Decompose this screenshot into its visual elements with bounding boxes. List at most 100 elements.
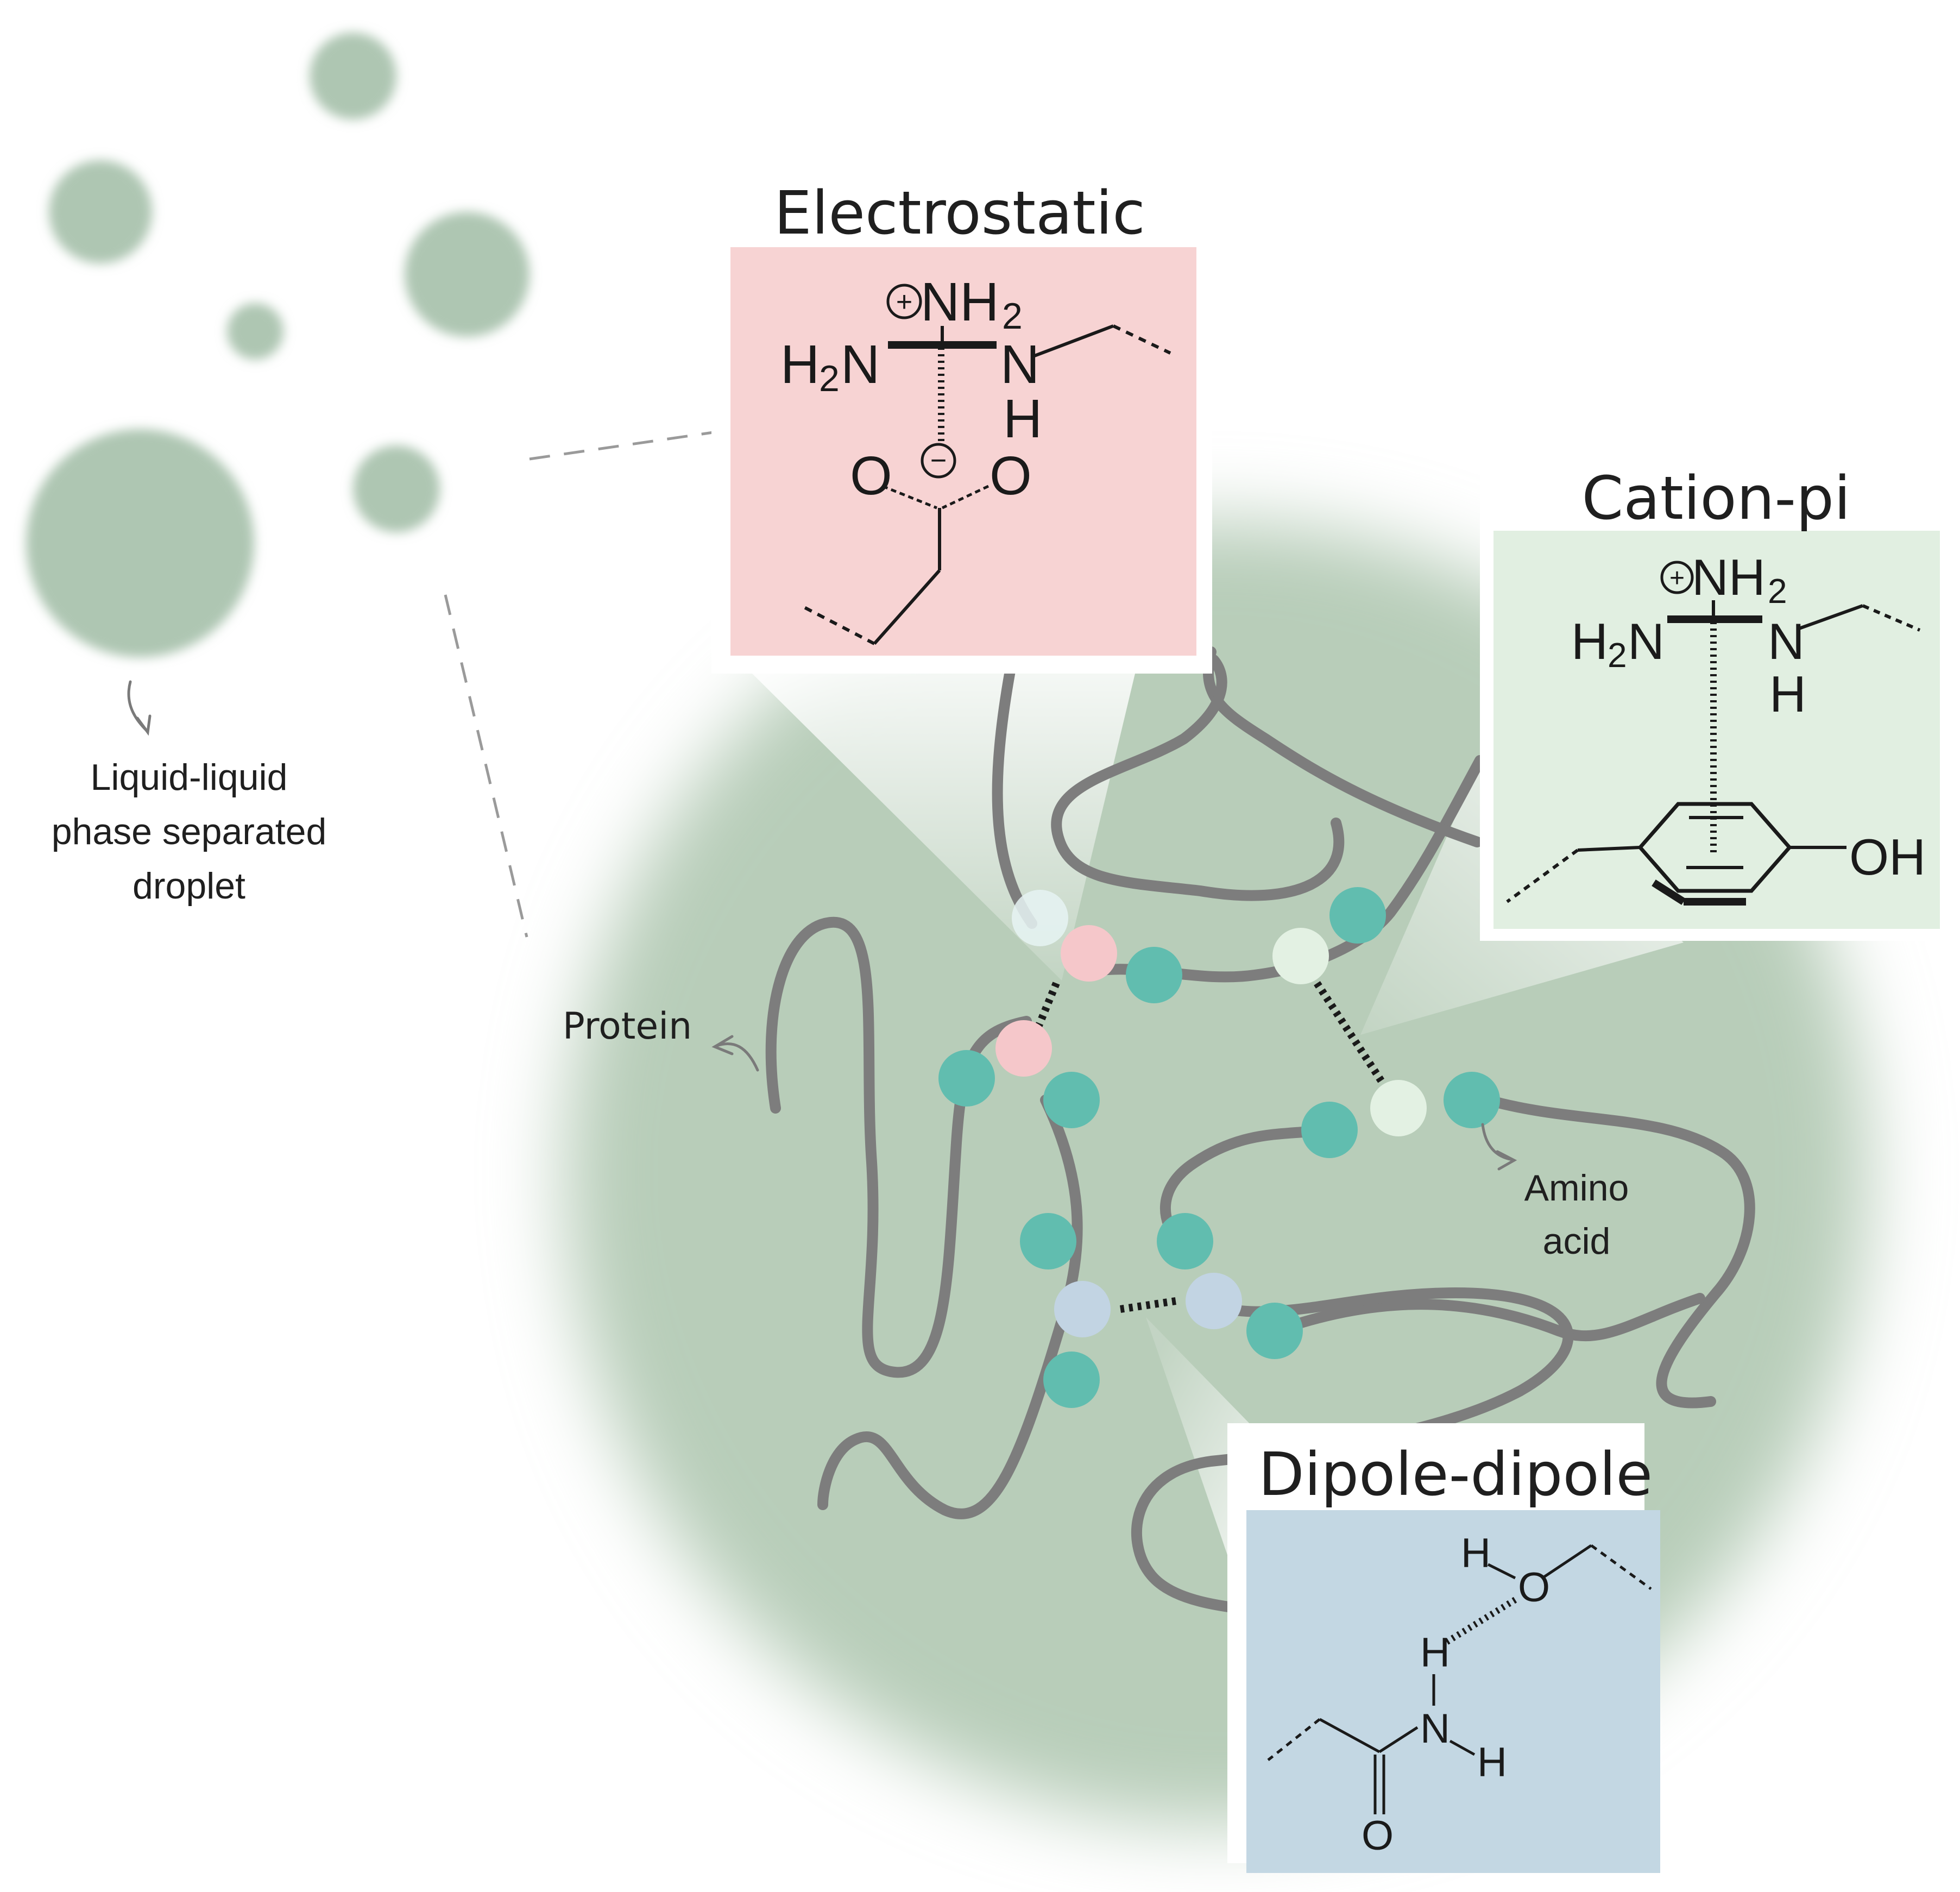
- atom-oh: OH: [1849, 828, 1926, 885]
- bond: [1112, 324, 1171, 355]
- cation-pi-bond: [1314, 981, 1388, 1089]
- atom-h-mid: H: [1420, 1630, 1450, 1676]
- protein-chain: [1202, 646, 1483, 847]
- amino-acid: [1043, 1072, 1100, 1128]
- atom-nh2-top: NH: [921, 272, 999, 332]
- annotation-arrows: [127, 680, 1517, 1171]
- arrow-amino-head: [1496, 1150, 1517, 1171]
- protein-chain: [1271, 1293, 1705, 1342]
- droplet-label-line: Liquid-liquid: [91, 757, 288, 798]
- subscript: 2: [1002, 296, 1023, 337]
- amino-acid: [1020, 1213, 1076, 1269]
- dipole-bond: [1119, 1297, 1177, 1313]
- amino-acid: [1444, 1072, 1500, 1128]
- amino-acids: [938, 887, 1500, 1408]
- protein-chain: [765, 916, 1032, 1378]
- bond: [1506, 848, 1579, 903]
- atom-n-right: N: [1000, 334, 1039, 395]
- zoom-guide-line: [444, 594, 528, 938]
- protein-chain: [1159, 1124, 1333, 1249]
- panel-title: Cation-pi: [1582, 463, 1851, 533]
- atom-h-right: H: [1477, 1739, 1507, 1786]
- bond: [1590, 1544, 1652, 1591]
- bond: [1378, 1726, 1419, 1753]
- droplet-small: [310, 33, 396, 120]
- droplet-small: [227, 303, 283, 360]
- amino-acid: [1043, 1352, 1100, 1408]
- minus-charge: −: [930, 445, 947, 476]
- bond: [882, 485, 937, 510]
- electrostatic-bonds: [800, 324, 1171, 645]
- atom-nh2-top: NH: [1692, 549, 1766, 606]
- bond: [1449, 1739, 1476, 1756]
- arrow-amino: [1481, 1123, 1514, 1161]
- bond: [1541, 1544, 1592, 1580]
- amino-acid: [1246, 1303, 1303, 1359]
- bond: [1797, 604, 1864, 631]
- protein-label: Protein: [563, 1005, 692, 1048]
- panel-electrostatic: Electrostatic + NH 2 H 2 N N H O O −: [711, 178, 1212, 674]
- cation-pi-bonds: [1506, 600, 1921, 906]
- amino-acid-pale: [1272, 928, 1329, 984]
- dipole-bonds: [1267, 1544, 1652, 1814]
- plus-charge: +: [896, 286, 912, 318]
- amide-alcohol: H O H N H O: [1362, 1530, 1550, 1859]
- amino-acid-pink: [995, 1020, 1052, 1077]
- amino-acid-blue: [1186, 1273, 1242, 1329]
- amino-acid: [1329, 887, 1386, 944]
- atom-h-right: H: [1003, 388, 1042, 449]
- minus-charge-circle: [921, 443, 956, 479]
- atom-h2n-left: H: [780, 334, 820, 395]
- plus-charge-circle: [886, 284, 922, 319]
- droplet-label-line: droplet: [133, 865, 245, 907]
- amino-acid: [1157, 1213, 1213, 1269]
- guanidinium-group: + NH 2 H 2 N N H OH: [1571, 549, 1926, 885]
- panel-dipole-dipole: Dipole-dipole H O H N H O: [1227, 1423, 1660, 1873]
- atom-o-bottom: O: [1362, 1813, 1394, 1859]
- atom-n-left: N: [841, 334, 880, 395]
- atom-o-right: O: [990, 445, 1032, 506]
- bond: [1033, 324, 1114, 357]
- amino-acid-label: Amino acid: [1524, 1167, 1629, 1262]
- amino-acid-pink: [1061, 925, 1117, 982]
- atom-h-right: H: [1769, 665, 1806, 722]
- amino-acid-label-line: acid: [1543, 1221, 1611, 1262]
- droplet-small: [49, 160, 152, 263]
- subscript: 2: [1608, 636, 1627, 675]
- amino-acid: [1301, 1102, 1358, 1158]
- plus-charge: +: [1669, 564, 1685, 593]
- droplet-label-line: phase separated: [52, 811, 327, 852]
- protein-chains: [765, 646, 1755, 1619]
- bond: [873, 569, 941, 645]
- amino-acid-blue: [1054, 1281, 1111, 1337]
- bond: [1319, 1718, 1381, 1753]
- aromatic-double: [1652, 879, 1686, 905]
- atom-h2n-left: H: [1571, 613, 1608, 670]
- plus-charge-circle: [1660, 561, 1694, 594]
- panel-cation-pi: Cation-pi + NH 2 H 2 N N H OH: [1480, 452, 1960, 941]
- amino-acid-pale: [1370, 1080, 1427, 1136]
- subscript: 2: [819, 358, 840, 399]
- droplet-label: Liquid-liquid phase separated droplet: [52, 757, 327, 907]
- interaction-bonds: [1035, 981, 1388, 1313]
- atom-n-left: N: [1628, 613, 1665, 670]
- protein-chain: [992, 665, 1037, 929]
- amino-acid-faded: [1012, 890, 1068, 946]
- arrow-protein: [715, 1042, 759, 1072]
- zoom-guide-lines: [444, 430, 717, 938]
- arrow-droplet-head: [136, 714, 152, 736]
- bond: [1577, 846, 1641, 852]
- protein-chain: [1483, 1095, 1755, 1409]
- protein-chain: [1051, 655, 1345, 901]
- droplet-small: [353, 445, 440, 532]
- atom-o-top: O: [1518, 1564, 1550, 1611]
- atom-o-left: O: [850, 445, 892, 506]
- bond: [1862, 604, 1921, 632]
- arrow-protein-head: [711, 1035, 734, 1055]
- zoom-guide-line: [529, 430, 717, 461]
- atom-n-right: N: [1768, 613, 1805, 670]
- bond: [1487, 1563, 1516, 1580]
- subscript: 2: [1768, 571, 1787, 611]
- protein-chain: [817, 1095, 1083, 1519]
